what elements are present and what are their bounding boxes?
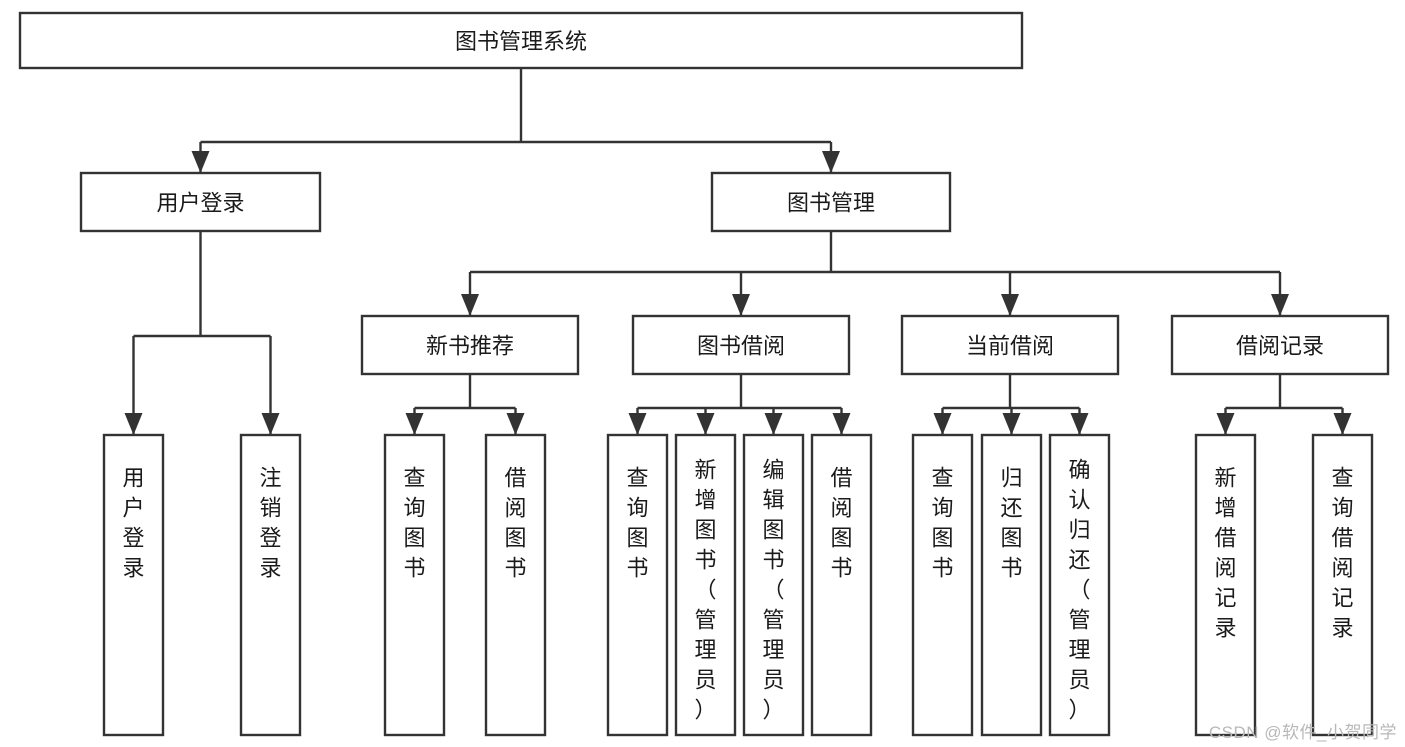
node-leaf-query-borrow-record-label: 查询借阅记录: [1331, 466, 1353, 641]
node-leaf-query-borrow-record-box[interactable]: [1311, 433, 1374, 737]
arrow-icon-leaf-return-book: [1002, 413, 1021, 435]
node-current-borrow-label: 当前借阅: [966, 334, 1054, 359]
node-leaf-add-book-admin[interactable]: 新增图书（管理员）: [674, 433, 737, 737]
node-borrow-record-label: 借阅记录: [1236, 334, 1324, 359]
arrow-icon-leaf-query-book-current: [933, 413, 952, 435]
node-leaf-logout-login[interactable]: 注销登录: [239, 433, 302, 737]
node-leaf-confirm-return-admin-box[interactable]: [1048, 433, 1111, 737]
node-new-book-recommend-box[interactable]: [360, 314, 580, 376]
node-leaf-edit-book-admin-box[interactable]: [742, 433, 805, 737]
arrow-icon-leaf-add-borrow-record: [1216, 413, 1235, 435]
node-borrow-record[interactable]: 借阅记录: [1170, 314, 1390, 376]
node-leaf-borrow-book-label: 借阅图书: [830, 466, 852, 581]
node-leaf-add-borrow-record[interactable]: 新增借阅记录: [1194, 433, 1257, 737]
node-leaf-user-login-label: 用户登录: [122, 466, 144, 581]
node-book-manage-box[interactable]: [710, 171, 952, 233]
node-leaf-query-book-borrow[interactable]: 查询图书: [606, 433, 669, 737]
arrow-icon-borrow-record: [1271, 294, 1289, 316]
arrow-icon-leaf-borrow-book: [832, 413, 851, 435]
arrow-icon-leaf-user-login: [124, 413, 143, 435]
arrow-icon-leaf-logout-login: [261, 413, 280, 435]
arrow-icon-new-book-recommend: [461, 294, 479, 316]
node-user-login-box[interactable]: [79, 171, 322, 233]
node-new-book-recommend[interactable]: 新书推荐: [360, 314, 580, 376]
node-borrow-record-box[interactable]: [1170, 314, 1390, 376]
node-leaf-add-borrow-record-label: 新增借阅记录: [1214, 466, 1236, 641]
node-leaf-query-book-current-box[interactable]: [911, 433, 974, 737]
node-leaf-add-book-admin-label: 新增图书（管理员）: [694, 458, 716, 723]
node-book-borrow[interactable]: 图书借阅: [631, 314, 851, 376]
arrow-icon-leaf-borrow-book-recommend: [506, 413, 525, 435]
arrow-icon-leaf-query-book-recommend: [405, 413, 424, 435]
node-book-borrow-box[interactable]: [631, 314, 851, 376]
node-leaf-query-borrow-record[interactable]: 查询借阅记录: [1311, 433, 1374, 737]
node-user-login-label: 用户登录: [156, 191, 244, 216]
arrow-icon-book-borrow: [732, 294, 750, 316]
arrow-icon-user-login: [191, 151, 210, 173]
arrow-icon-leaf-add-book-admin: [696, 413, 715, 435]
node-leaf-query-book-current-label: 查询图书: [931, 466, 953, 581]
node-leaf-return-book[interactable]: 归还图书: [980, 433, 1043, 737]
node-leaf-borrow-book-recommend-label: 借阅图书: [504, 466, 526, 581]
node-leaf-return-book-label: 归还图书: [1000, 466, 1022, 581]
arrow-icon-book-manage: [822, 151, 840, 173]
arrow-icon-leaf-confirm-return-admin: [1070, 413, 1089, 435]
node-leaf-logout-login-box[interactable]: [239, 433, 302, 737]
node-leaf-query-book-current[interactable]: 查询图书: [911, 433, 974, 737]
node-root-title-box[interactable]: [18, 11, 1024, 70]
node-leaf-borrow-book[interactable]: 借阅图书: [810, 433, 873, 737]
node-current-borrow[interactable]: 当前借阅: [900, 314, 1120, 376]
node-book-manage-label: 图书管理: [787, 191, 875, 216]
node-new-book-recommend-label: 新书推荐: [426, 334, 514, 359]
node-current-borrow-box[interactable]: [900, 314, 1120, 376]
arrow-icon-current-borrow: [1001, 294, 1019, 316]
watermark-text: CSDN @软件_小贺同学: [1208, 723, 1397, 742]
node-leaf-add-borrow-record-box[interactable]: [1194, 433, 1257, 737]
arrow-icon-leaf-query-borrow-record: [1333, 413, 1352, 435]
node-book-borrow-label: 图书借阅: [697, 334, 785, 359]
node-leaf-return-book-box[interactable]: [980, 433, 1043, 737]
node-leaf-query-book-recommend-label: 查询图书: [403, 466, 425, 581]
node-leaf-user-login[interactable]: 用户登录: [102, 433, 165, 737]
node-leaf-edit-book-admin-label: 编辑图书（管理员）: [762, 458, 784, 723]
node-leaf-query-book-borrow-label: 查询图书: [626, 466, 648, 581]
node-root-title-label: 图书管理系统: [455, 29, 587, 54]
node-root-title[interactable]: 图书管理系统: [18, 11, 1024, 70]
node-leaf-confirm-return-admin-label: 确认归还（管理员）: [1068, 458, 1090, 723]
node-leaf-borrow-book-recommend[interactable]: 借阅图书: [484, 433, 547, 737]
arrow-icon-leaf-query-book-borrow: [628, 413, 647, 435]
node-leaf-query-book-recommend[interactable]: 查询图书: [383, 433, 446, 737]
arrow-icon-leaf-edit-book-admin: [764, 413, 783, 435]
node-leaf-confirm-return-admin[interactable]: 确认归还（管理员）: [1048, 433, 1111, 737]
node-book-manage[interactable]: 图书管理: [710, 171, 952, 233]
node-user-login[interactable]: 用户登录: [79, 171, 322, 233]
node-leaf-logout-login-label: 注销登录: [259, 466, 281, 581]
node-leaf-edit-book-admin[interactable]: 编辑图书（管理员）: [742, 433, 805, 737]
node-leaf-query-book-borrow-box[interactable]: [606, 433, 669, 737]
node-leaf-query-book-recommend-box[interactable]: [383, 433, 446, 737]
node-leaf-add-book-admin-box[interactable]: [674, 433, 737, 737]
node-leaf-user-login-box[interactable]: [102, 433, 165, 737]
node-leaf-borrow-book-box[interactable]: [810, 433, 873, 737]
node-leaf-borrow-book-recommend-box[interactable]: [484, 433, 547, 737]
